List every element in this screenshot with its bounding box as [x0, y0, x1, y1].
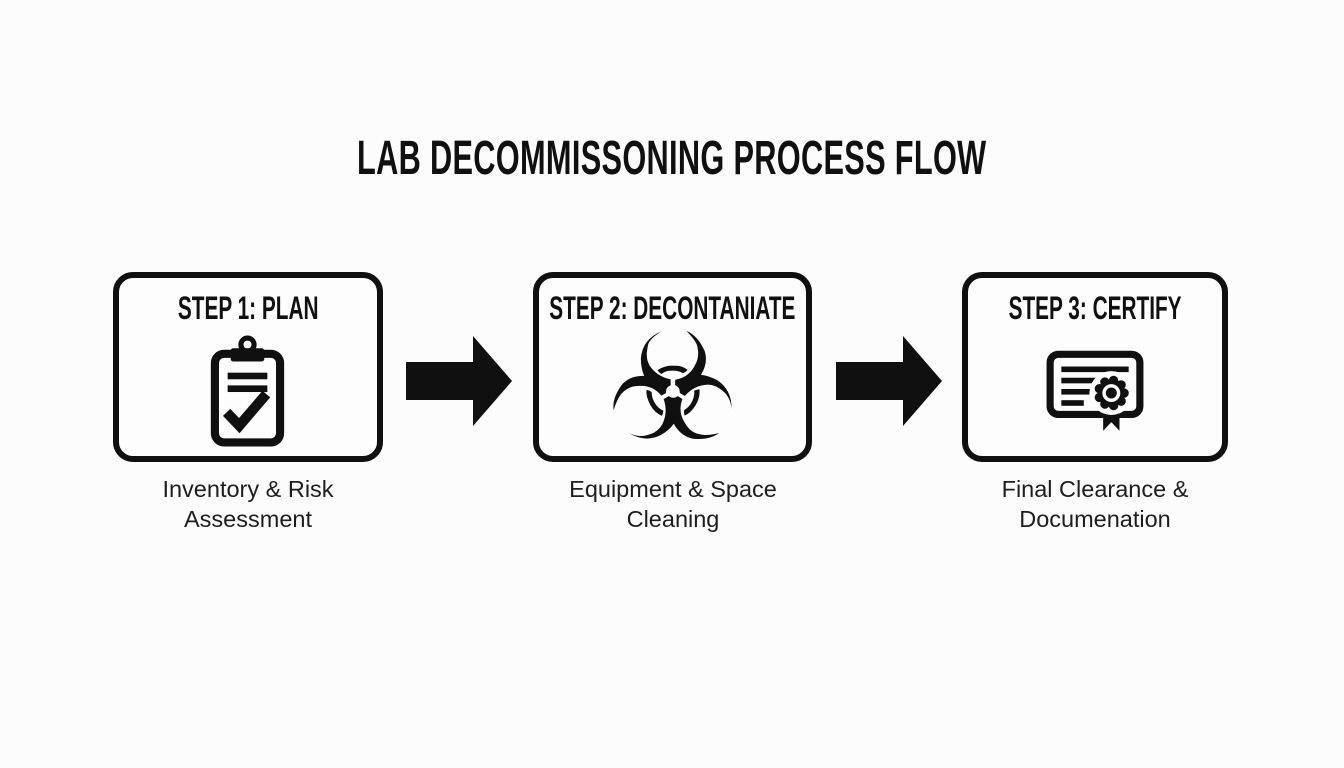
clipboard-checklist-icon	[210, 335, 285, 447]
step-1-header: STEP 1: PLAN	[140, 290, 356, 326]
page-title-text: LAB DECOMMISSONING PROCESS FLOW	[357, 132, 987, 185]
step-1-header-text: STEP 1: PLAN	[177, 290, 319, 326]
step-card-plan: STEP 1: PLAN	[113, 272, 383, 462]
step-2-icon-zone: ☣	[539, 326, 806, 456]
step-card-decontaminate: STEP 2: DECONTANIATE ☣	[533, 272, 812, 462]
step-2-header-text: STEP 2: DECONTANIATE	[549, 290, 796, 326]
step-3-header-text: STEP 3: CERTIFY	[1008, 290, 1182, 326]
right-arrow-icon	[836, 336, 942, 426]
step-3-icon-zone	[968, 326, 1222, 456]
step-2-header: STEP 2: DECONTANIATE	[483, 290, 862, 326]
step-1-caption: Inventory & Risk Assessment	[162, 476, 334, 532]
right-arrow-icon	[406, 336, 512, 426]
step-3-header: STEP 3: CERTIFY	[962, 290, 1228, 326]
page-title: LAB DECOMMISSONING PROCESS FLOW	[0, 134, 1344, 184]
step-card-certify: STEP 3: CERTIFY	[962, 272, 1228, 462]
step-3-caption: Final Clearance & Documenation	[1001, 476, 1189, 532]
step-2-caption: Equipment & Space Cleaning	[569, 476, 777, 532]
certificate-icon	[1046, 350, 1144, 431]
step-1-icon-zone	[119, 326, 377, 456]
biohazard-icon: ☣	[606, 326, 739, 456]
